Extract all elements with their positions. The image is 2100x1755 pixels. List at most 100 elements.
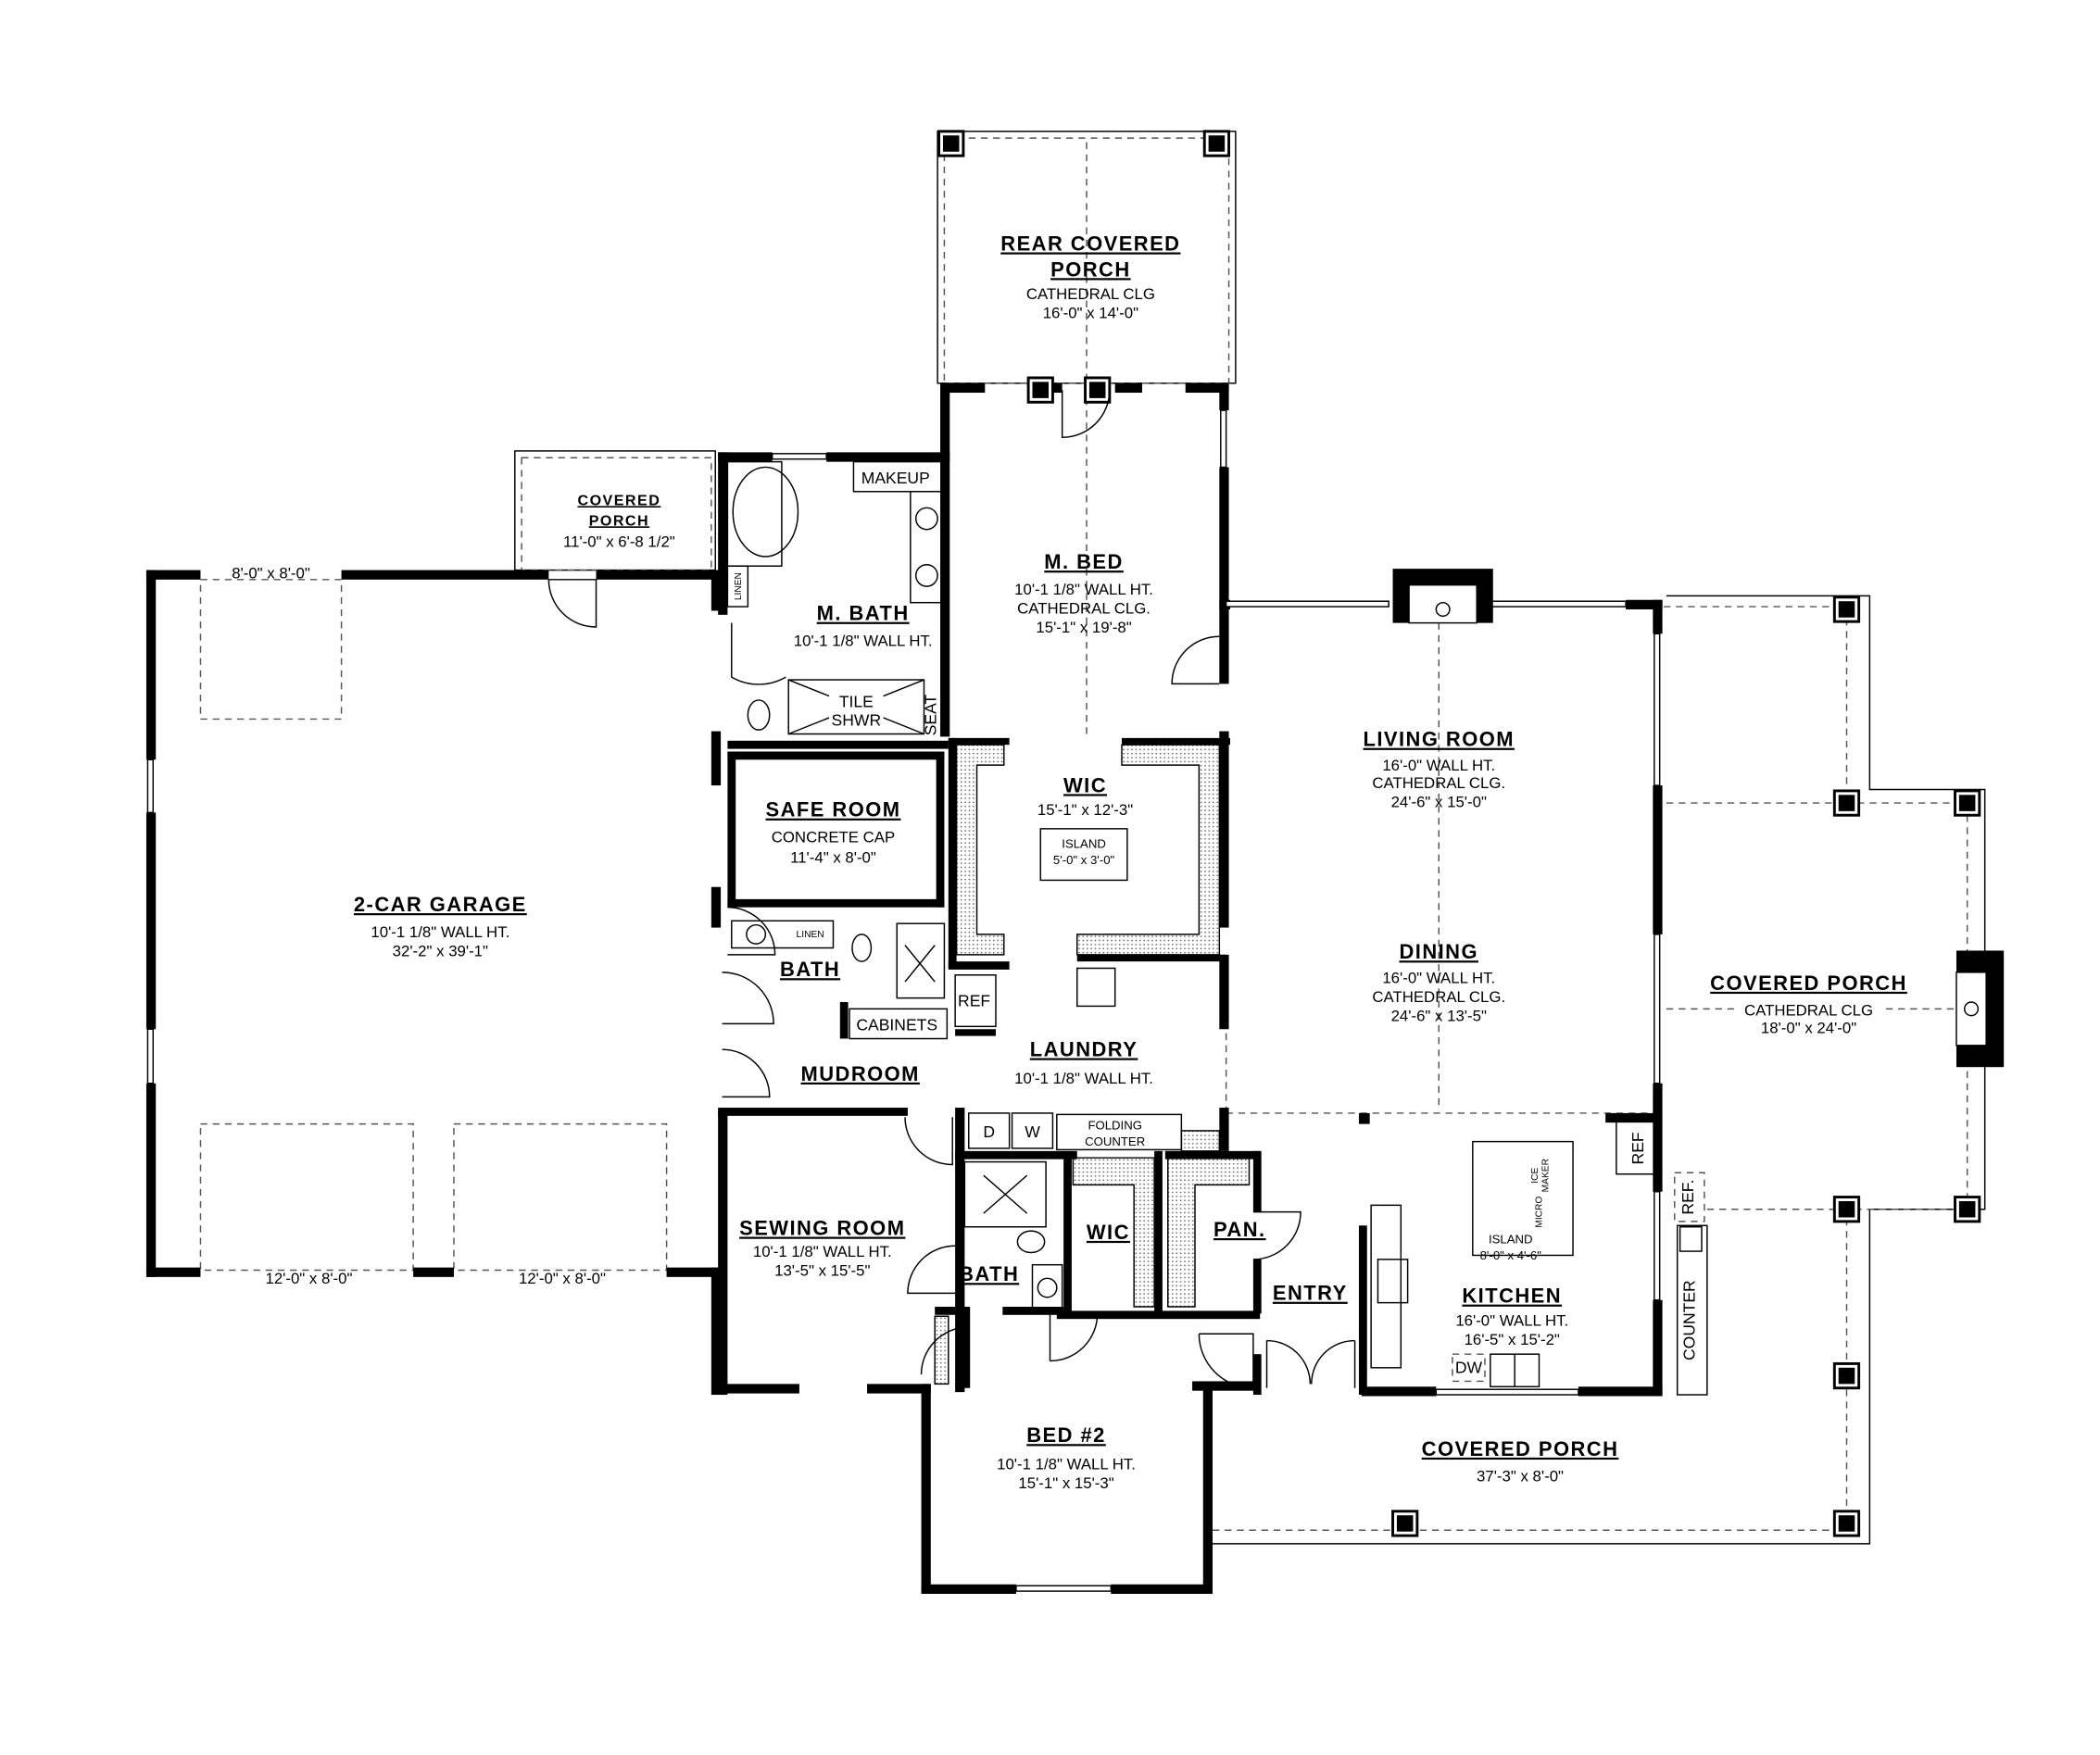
- living-size: 24'-6" x 15'-0": [1391, 793, 1487, 810]
- wall: [940, 382, 950, 462]
- garage-door-size: 8'-0" x 8'-0": [232, 564, 310, 582]
- wall: [867, 1384, 931, 1394]
- bed-2-title: BED #2: [1026, 1423, 1106, 1447]
- window: [1490, 600, 1627, 608]
- wall: [948, 961, 1010, 970]
- wall: [1063, 1158, 1072, 1314]
- garage-size: 32'-2" x 39'-1": [393, 942, 488, 959]
- wall: [727, 898, 945, 908]
- seat-label: SEAT: [922, 695, 940, 736]
- wall: [955, 1150, 1077, 1160]
- toilet-icon: [1016, 1230, 1046, 1254]
- wall: [921, 1584, 1016, 1594]
- window: [1654, 1190, 1661, 1301]
- shower: [963, 1160, 1047, 1228]
- wall: [718, 1384, 799, 1394]
- porch-post-core: [1838, 1200, 1855, 1218]
- master-wic-size: 15'-1" x 12'-3": [1037, 801, 1133, 819]
- master-bed-detail: 15'-1" x 19'-8": [1036, 619, 1131, 636]
- door[interactable]: [547, 579, 597, 628]
- wall: [1578, 1386, 1663, 1397]
- side-porch-title: COVERED: [578, 492, 661, 508]
- ref-label: REF: [1628, 1132, 1647, 1164]
- vanity: [910, 491, 943, 604]
- door[interactable]: [904, 1117, 953, 1166]
- closet-shelving: [934, 1315, 949, 1385]
- sink-icon: [1037, 1277, 1058, 1298]
- wall: [1219, 382, 1229, 411]
- window: [1015, 1585, 1113, 1592]
- porch-post-core: [1032, 382, 1050, 398]
- sewing-title: SEWING ROOM: [739, 1217, 905, 1240]
- vanity: [1031, 1263, 1063, 1312]
- bed-2-detail: 10'-1 1/8" WALL HT.: [997, 1455, 1136, 1473]
- wall: [940, 452, 950, 737]
- dining-detail: CATHEDRAL CLG.: [1372, 988, 1505, 1006]
- sewing-size: 13'-5" x 15'-5": [774, 1261, 870, 1279]
- porch-post-core: [1838, 795, 1855, 811]
- wall: [145, 570, 157, 760]
- bed-2-size: 15'-1" x 15'-3": [1018, 1474, 1113, 1492]
- wall: [1653, 785, 1663, 934]
- wic-title: WIC: [1087, 1221, 1130, 1244]
- kitchen-island-size: 8'-0" x 4'-6": [1480, 1248, 1542, 1262]
- safe-room-size: 11'-4" x 8'-0": [790, 848, 876, 866]
- sink-icon: [1679, 1226, 1703, 1252]
- wall: [1219, 1108, 1229, 1151]
- wall: [145, 1083, 157, 1277]
- right-porch-title: COVERED PORCH: [1710, 972, 1907, 995]
- fireplace-porch: [1955, 950, 2005, 1068]
- wall: [1653, 599, 1663, 634]
- fireplace-hearth: [1408, 583, 1478, 624]
- fireplace-living: [1392, 569, 1493, 624]
- folding-counter-label: FOLDING: [1088, 1118, 1141, 1132]
- wall: [718, 452, 773, 462]
- dryer-label: D: [983, 1122, 995, 1141]
- wall: [1653, 1299, 1663, 1396]
- fireplace-vent: [1435, 601, 1451, 618]
- door[interactable]: [727, 906, 776, 956]
- sink-icon: [746, 923, 767, 945]
- rear-porch-title: PORCH: [1050, 257, 1130, 281]
- wic-island: [1039, 828, 1128, 882]
- door[interactable]: [722, 1048, 771, 1098]
- cabinets: [849, 1008, 949, 1040]
- door[interactable]: [907, 1245, 956, 1295]
- wall: [1358, 1112, 1370, 1124]
- tile-shower-label: TILE: [839, 692, 874, 710]
- porch-post-core: [1838, 1367, 1855, 1385]
- porch-beam: [1213, 606, 1968, 1532]
- makeup-label: MAKEUP: [861, 469, 930, 487]
- washer-label: W: [1025, 1122, 1040, 1141]
- wall: [1202, 1384, 1213, 1594]
- kitchen-island-label: ISLAND: [1489, 1232, 1533, 1246]
- wall: [718, 452, 728, 615]
- bath-title: BATH: [959, 1262, 1019, 1285]
- door[interactable]: [1171, 635, 1220, 685]
- door[interactable]: [1049, 1312, 1099, 1362]
- door[interactable]: [1061, 390, 1111, 439]
- master-bed-title: M. BED: [1044, 550, 1124, 573]
- wall: [948, 737, 1010, 746]
- wic-island-label: ISLAND: [1062, 836, 1106, 850]
- laundry-title: LAUNDRY: [1030, 1038, 1138, 1061]
- door[interactable]: [1198, 1333, 1254, 1389]
- fireplace-vent: [1964, 1001, 1980, 1017]
- wall: [1626, 599, 1663, 609]
- tub-deck: [726, 460, 783, 567]
- right-porch-outline: [1213, 595, 1986, 1545]
- wall: [936, 751, 945, 908]
- door[interactable]: [1252, 1210, 1301, 1260]
- door[interactable]: [722, 972, 774, 1025]
- folding-counter-label: COUNTER: [1085, 1134, 1145, 1148]
- door[interactable]: [920, 1326, 970, 1375]
- wall: [1056, 1310, 1261, 1320]
- garage-door-swing: [453, 1122, 668, 1272]
- doors[interactable]: [547, 390, 1356, 1389]
- door[interactable]: [731, 622, 786, 685]
- entry-double-door[interactable]: [1265, 1339, 1356, 1388]
- pantry-title: PAN.: [1213, 1218, 1266, 1241]
- shower-x: [904, 945, 936, 983]
- wall: [955, 1108, 965, 1393]
- sewing-detail: 10'-1 1/8" WALL HT.: [753, 1243, 892, 1260]
